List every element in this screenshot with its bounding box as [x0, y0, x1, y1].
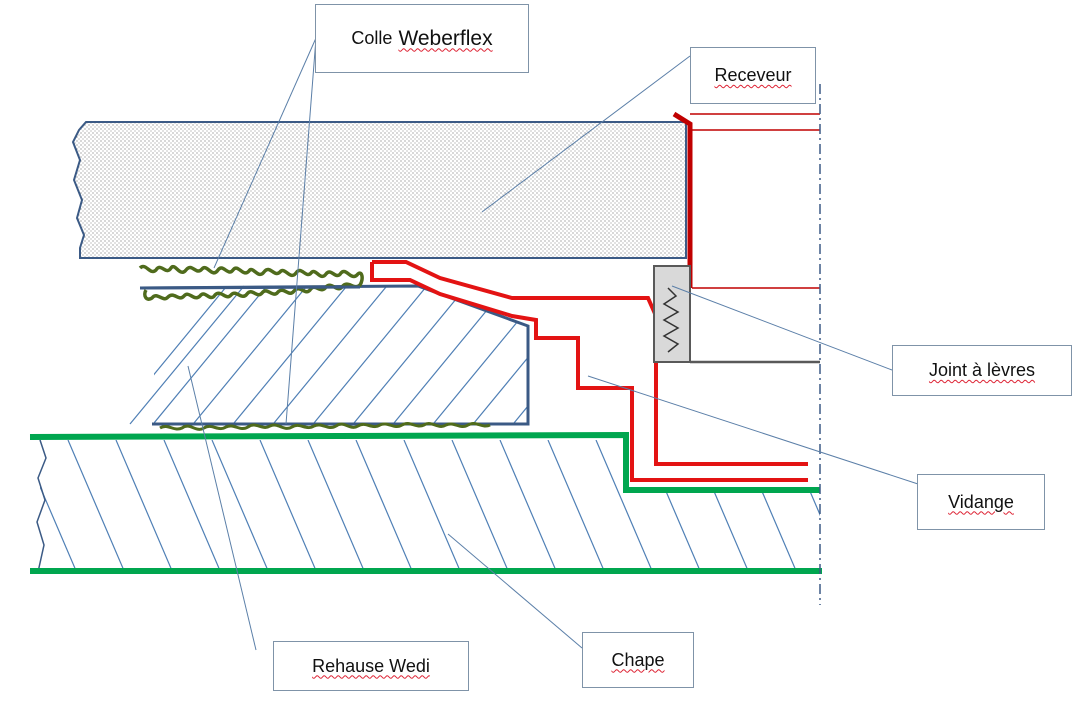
leader-colle-1 — [213, 37, 317, 269]
label-colle-weberflex: Colle Weberflex — [315, 4, 529, 73]
green-membrane-top — [29, 431, 820, 493]
leader-chape — [447, 533, 583, 649]
leader-joint — [671, 285, 893, 371]
vidange-red-line-lower — [370, 262, 808, 482]
label-vidange: Vidange — [917, 474, 1045, 530]
receveur-block — [71, 121, 687, 259]
chape-hatching — [40, 440, 820, 572]
label-colle-prefix: Colle — [351, 28, 393, 48]
leader-colle-2 — [285, 37, 317, 425]
upper-plate-line — [139, 285, 361, 290]
joint-spring — [662, 287, 680, 353]
rehause-outline — [139, 284, 530, 426]
glue-lower — [159, 421, 491, 431]
vidange-red-line — [372, 260, 808, 466]
leader-receveur — [481, 55, 691, 213]
leader-rehause — [187, 365, 257, 651]
leader-lines — [187, 37, 919, 651]
label-colle-product: Weberflex — [398, 26, 493, 50]
glue-upper — [138, 264, 364, 301]
chape-left-edge — [36, 439, 47, 573]
label-chape: Chape — [582, 632, 694, 688]
label-rehause-wedi: Rehause Wedi — [273, 641, 469, 691]
leader-vidange — [587, 375, 919, 485]
label-receveur: Receveur — [690, 47, 816, 104]
label-joint-a-levres: Joint à lèvres — [892, 345, 1072, 396]
rehause-hatching — [154, 286, 528, 424]
receveur-red-edge — [672, 111, 693, 288]
rehause-hatch-extra — [129, 285, 245, 425]
joint-block — [653, 265, 691, 363]
